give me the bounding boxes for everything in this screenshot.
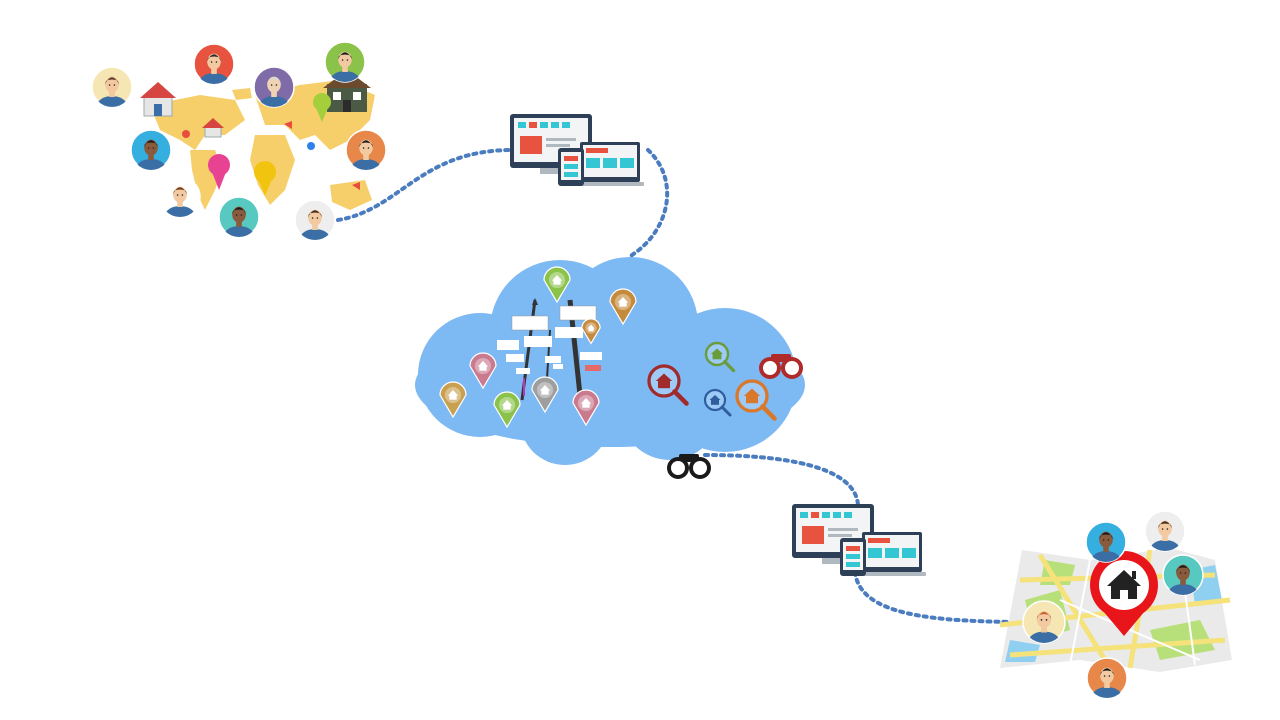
house-icon — [140, 82, 176, 117]
binoculars-icon — [759, 354, 803, 379]
person-avatar-icon — [294, 199, 336, 241]
map-pin-icon — [609, 288, 637, 326]
map-pin-icon — [581, 318, 601, 345]
world-map-group — [91, 41, 387, 241]
person-avatar-icon — [1162, 554, 1204, 596]
connector-world-to-device — [336, 148, 514, 222]
map-pin-icon — [543, 266, 571, 304]
person-avatar-icon — [1086, 657, 1128, 699]
person-avatar-icon — [218, 196, 260, 238]
connector-cloud-to-device — [703, 453, 860, 507]
map-pin-icon — [439, 381, 467, 419]
person-avatar-icon — [1144, 510, 1186, 552]
map-pin-icon — [493, 391, 521, 429]
person-avatar-icon — [159, 176, 201, 218]
flag-icon — [352, 182, 360, 190]
person-avatar-icon — [1085, 521, 1127, 563]
person-avatar-icon — [130, 129, 172, 171]
city-map-group — [999, 510, 1232, 699]
binoculars-icon — [667, 454, 711, 479]
connector-device-to-citymap — [853, 570, 1032, 624]
map-pin-icon — [531, 376, 559, 414]
person-avatar-icon — [91, 66, 133, 108]
map-pin-icon — [307, 142, 315, 150]
house-icon — [202, 118, 224, 138]
devices-icon — [792, 504, 926, 576]
person-avatar-icon — [193, 43, 235, 85]
magnifier-house-icon — [647, 364, 689, 406]
person-avatar-icon — [1022, 600, 1066, 644]
person-avatar-icon — [345, 129, 387, 171]
devices-icon — [510, 114, 644, 186]
magnifier-house-icon — [704, 341, 736, 373]
map-pin-icon — [313, 93, 331, 122]
map-pin-icon — [208, 154, 230, 190]
person-avatar-icon — [253, 66, 295, 108]
map-pin-icon — [254, 161, 276, 196]
house-icon — [323, 70, 371, 112]
person-avatar-icon — [324, 41, 366, 83]
map-pin-icon — [572, 389, 600, 427]
house-icon — [1107, 570, 1141, 599]
map-pin-icon — [182, 130, 190, 138]
magnifier-house-icon — [703, 388, 732, 417]
magnifier-house-icon — [735, 379, 777, 421]
flag-icon — [284, 121, 292, 129]
map-pin-icon — [469, 352, 497, 390]
